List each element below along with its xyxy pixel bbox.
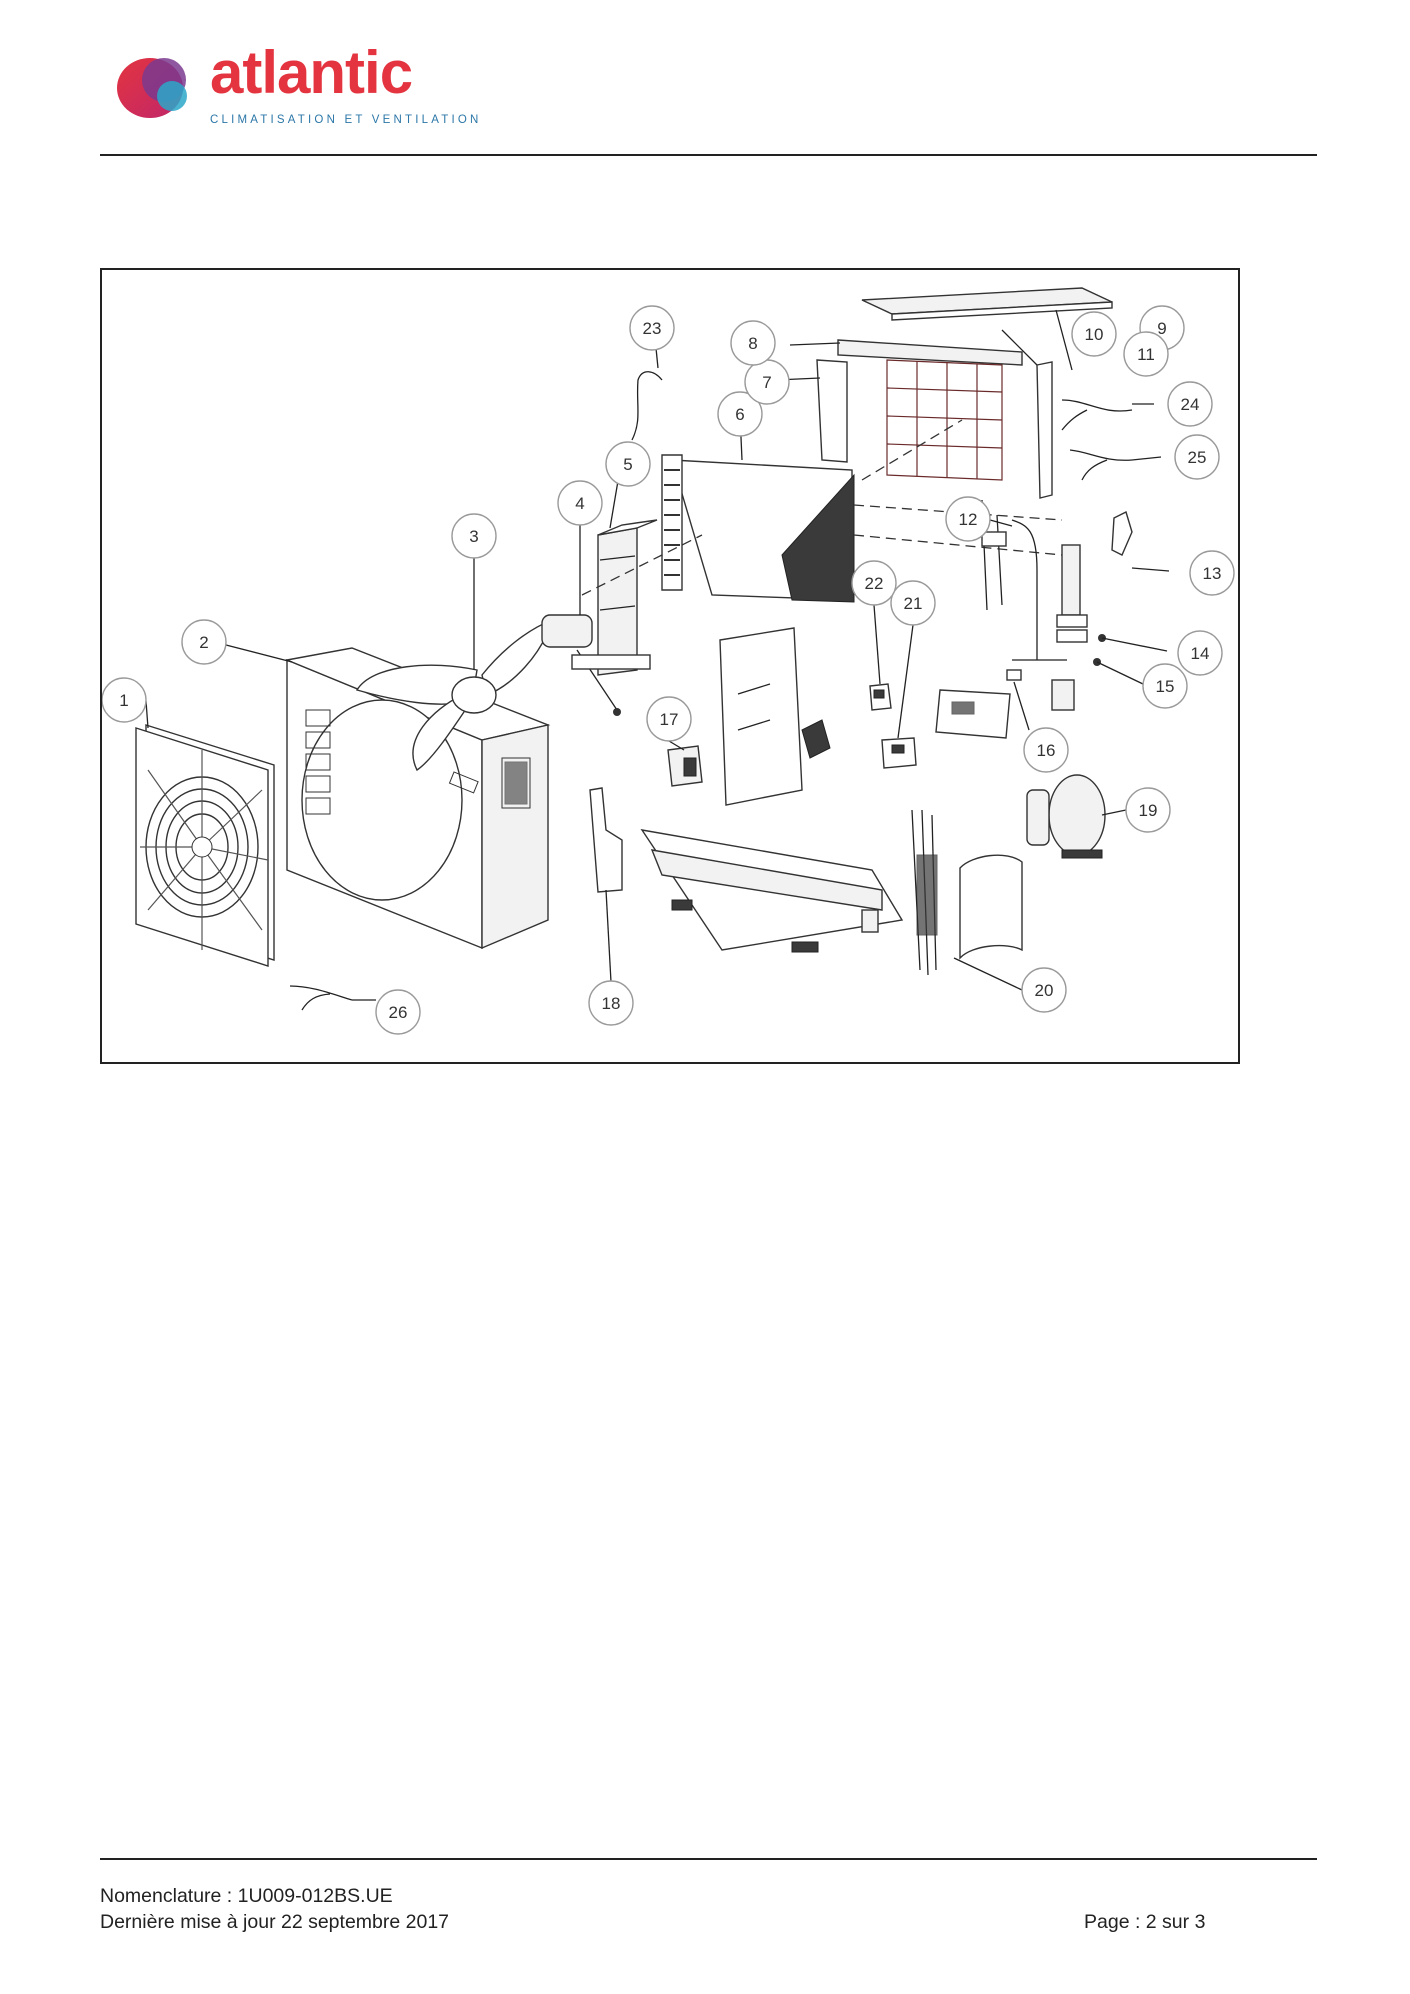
partition-plate-part xyxy=(719,627,831,806)
callout-7: 7 xyxy=(744,359,790,405)
electrical-box-part xyxy=(935,689,1011,739)
callout-22: 22 xyxy=(851,560,897,606)
callout-4-label: 4 xyxy=(575,494,584,513)
control-board-part xyxy=(881,737,917,769)
callout-6-label: 6 xyxy=(735,405,744,424)
callout-24: 24 xyxy=(1167,381,1213,427)
callout-15: 15 xyxy=(1142,663,1188,709)
callout-14: 14 xyxy=(1177,630,1223,676)
callout-16: 16 xyxy=(1023,727,1069,773)
callout-16-label: 16 xyxy=(1037,741,1056,760)
callout-2: 2 xyxy=(181,619,227,665)
valve-assembly-part xyxy=(981,499,1067,661)
callout-7-label: 7 xyxy=(762,373,771,392)
callout-26: 26 xyxy=(375,989,421,1035)
callout-11-label: 11 xyxy=(1137,345,1155,364)
callout-8-label: 8 xyxy=(748,334,757,353)
callout-25: 25 xyxy=(1174,434,1220,480)
callout-15-label: 15 xyxy=(1156,677,1175,696)
probe-26-part xyxy=(289,985,353,1011)
callout-17-label: 17 xyxy=(660,710,679,729)
top-cover-part xyxy=(861,287,1113,321)
callout-12-label: 12 xyxy=(959,510,978,529)
header-divider xyxy=(100,154,1317,156)
callout-21: 21 xyxy=(890,580,936,626)
brand-name: atlantic xyxy=(210,39,413,106)
callout-2-label: 2 xyxy=(199,633,208,652)
top-rail-part xyxy=(837,339,1023,366)
condenser-coil-part xyxy=(581,454,1063,603)
cable-harness-part xyxy=(911,809,938,976)
callout-20-label: 20 xyxy=(1035,981,1054,1000)
motor-bracket-part xyxy=(571,519,658,676)
callout-3-label: 3 xyxy=(469,527,478,546)
compressor-part xyxy=(1026,774,1106,859)
callout-4: 4 xyxy=(557,480,603,526)
brand-logo: atlantic CLIMATISATION ET VENTILATION xyxy=(117,39,488,134)
callout-20: 20 xyxy=(1021,967,1067,1013)
nomenclature-reference: Nomenclature : 1U009-012BS.UE xyxy=(100,1885,393,1907)
callout-9-label: 9 xyxy=(1157,319,1166,338)
sensor-clip-part xyxy=(1111,511,1133,556)
callout-10-label: 10 xyxy=(1085,325,1104,344)
service-valves-part xyxy=(1006,544,1106,711)
callout-1: 1 xyxy=(102,677,147,723)
logo-mark-icon xyxy=(117,58,187,118)
callout-22-label: 22 xyxy=(865,574,884,593)
callout-23: 23 xyxy=(629,305,675,351)
callout-19-label: 19 xyxy=(1139,801,1158,820)
callout-13: 13 xyxy=(1189,550,1235,596)
callout-17: 17 xyxy=(646,696,692,742)
probe-24-part xyxy=(1061,399,1133,431)
callout-5-label: 5 xyxy=(623,455,632,474)
fan-blade-part xyxy=(355,618,554,772)
callout-24-label: 24 xyxy=(1181,395,1200,414)
footer-divider xyxy=(100,1858,1317,1860)
callout-6: 6 xyxy=(717,391,763,437)
sensor-part xyxy=(869,683,892,711)
callout-21-label: 21 xyxy=(904,594,923,613)
callout-12: 12 xyxy=(945,496,991,542)
callout-1-label: 1 xyxy=(119,691,128,710)
side-plate-part xyxy=(816,359,848,463)
callout-23-label: 23 xyxy=(643,319,662,338)
callout-13-label: 13 xyxy=(1203,564,1222,583)
base-pan-part xyxy=(640,829,904,953)
callout-3: 3 xyxy=(451,513,497,559)
page-number: Page : 2 sur 3 xyxy=(1084,1911,1206,1933)
valve-cover-part xyxy=(589,787,623,893)
brand-tagline: CLIMATISATION ET VENTILATION xyxy=(210,114,482,126)
sound-jacket-part xyxy=(959,854,1023,960)
rear-grid-part xyxy=(861,359,1003,481)
callout-14-label: 14 xyxy=(1191,644,1210,663)
callout-11: 11 xyxy=(1123,331,1169,377)
callout-18-label: 18 xyxy=(602,994,621,1013)
callout-18: 18 xyxy=(588,980,634,1026)
front-grille-part xyxy=(135,724,275,967)
capacitor-part xyxy=(667,745,703,787)
wire-part xyxy=(631,371,663,441)
callout-10: 10 xyxy=(1071,311,1117,357)
callout-5: 5 xyxy=(605,441,651,487)
last-updated: Dernière mise à jour 22 septembre 2017 xyxy=(100,1911,450,1933)
probe-25-part xyxy=(1069,449,1133,481)
exploded-view-diagram: 1 2 3 4 5 6 7 8 9 10 11 12 13 14 15 16 1… xyxy=(100,268,1240,1064)
footer-left: Nomenclature : 1U009-012BS.UE Dernière m… xyxy=(100,1883,449,1935)
callout-25-label: 25 xyxy=(1188,448,1207,467)
callout-8: 8 xyxy=(730,320,776,366)
callout-19: 19 xyxy=(1125,787,1171,833)
callout-26-label: 26 xyxy=(389,1003,408,1022)
exploded-view-drawing: 1 2 3 4 5 6 7 8 9 10 11 12 13 14 15 16 1… xyxy=(102,287,1235,1035)
rear-side-panel-part xyxy=(1001,329,1053,499)
